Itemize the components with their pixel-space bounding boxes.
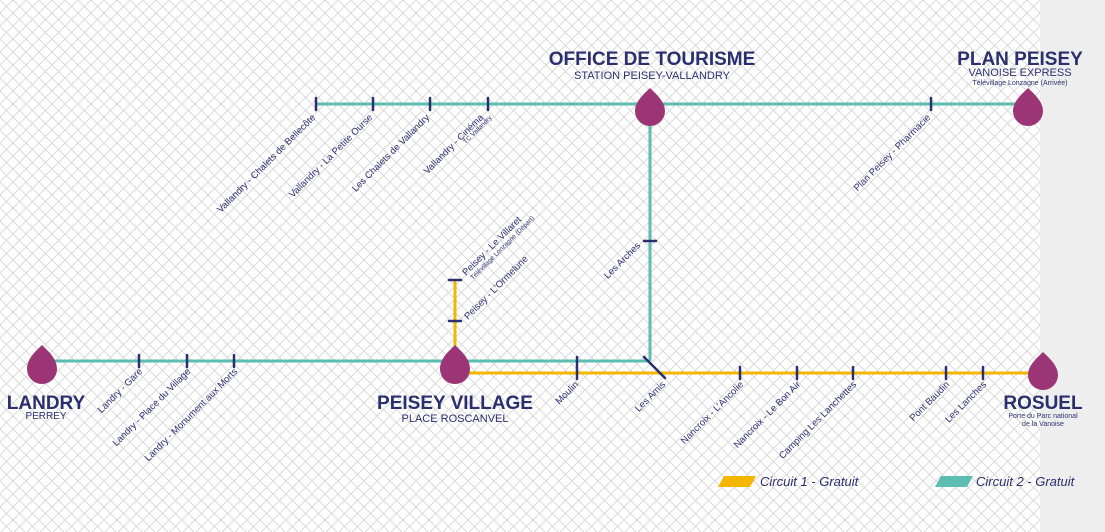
- plan-peisey-pin-icon[interactable]: [1013, 88, 1043, 126]
- right-band: [1040, 0, 1105, 532]
- peisey-village-pin-icon[interactable]: [440, 345, 470, 384]
- tick-les-amis: [642, 355, 667, 380]
- hub-pins: [27, 88, 1058, 390]
- office-tourisme-pin-icon[interactable]: [635, 88, 665, 126]
- grid-background: [0, 0, 1040, 532]
- stop-ticks: [137, 96, 985, 381]
- hub-rosuel-title: ROSUEL: [1003, 393, 1083, 414]
- hub-peisey-village-title: PEISEY VILLAGE: [377, 393, 533, 414]
- hub-office-tourisme-title: OFFICE DE TOURISME: [549, 49, 756, 70]
- legend: Circuit 1 - Gratuit Circuit 2 - Gratuit: [718, 474, 1076, 489]
- hub-rosuel-subtitle2: de la Vanoise: [1022, 421, 1064, 428]
- legend-circuit1-label: Circuit 1 - Gratuit: [760, 474, 860, 489]
- legend-circuit1-swatch: [718, 476, 756, 487]
- hub-office-tourisme-subtitle: STATION PEISEY-VALLANDRY: [574, 70, 731, 82]
- hub-landry-title: LANDRY: [7, 393, 86, 414]
- hub-landry-subtitle: PERREY: [25, 411, 66, 422]
- legend-circuit2-label: Circuit 2 - Gratuit: [976, 474, 1076, 489]
- rosuel-pin-icon[interactable]: [1028, 352, 1058, 390]
- landry-pin-icon[interactable]: [27, 345, 57, 384]
- hub-peisey-village-subtitle: PLACE ROSCANVEL: [402, 413, 509, 425]
- circuit-2-lines: [42, 102, 1028, 363]
- hub-rosuel-subtitle: Porte du Parc national: [1008, 413, 1078, 420]
- hub-plan-peisey-subtitle2: Télévillage Lonzagne (Arrivée): [973, 80, 1068, 87]
- legend-circuit2-swatch: [935, 476, 973, 487]
- hub-plan-peisey-subtitle: VANOISE EXPRESS: [968, 67, 1071, 79]
- hub-plan-peisey-title: PLAN PEISEY: [957, 49, 1083, 70]
